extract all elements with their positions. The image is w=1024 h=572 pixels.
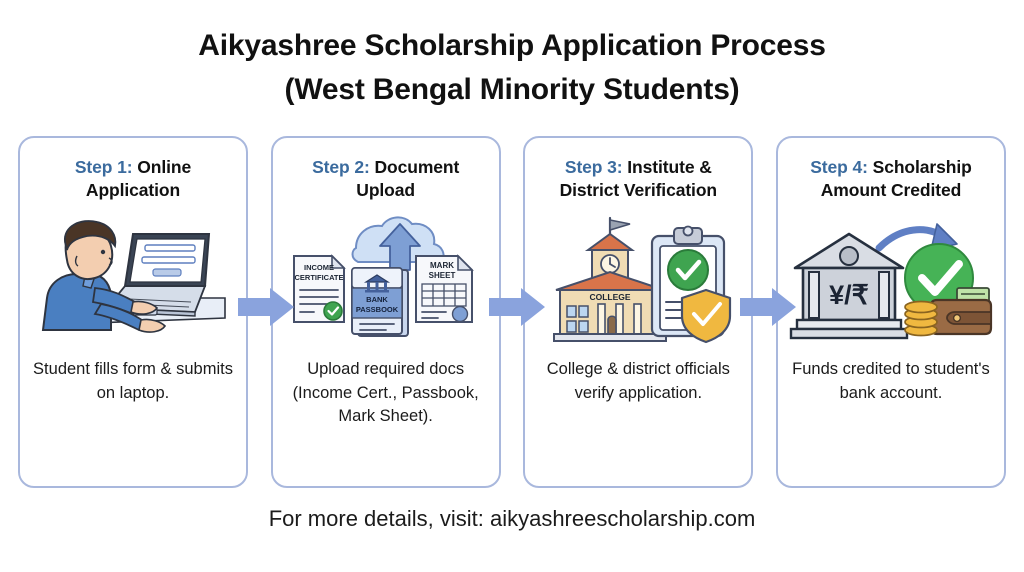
- step-2-heading: Step 2: Document Upload: [283, 156, 489, 202]
- college-clipboard-shield-illustration: COLLEGE: [534, 212, 742, 344]
- step-card-2[interactable]: Step 2: Document Upload INCOME CERTIFICA…: [270, 136, 501, 488]
- step-1-caption: Student fills form & submits on laptop.: [33, 360, 233, 402]
- doc-label-income: INCOME: [304, 263, 334, 272]
- title-line-2: (West Bengal Minority Students): [284, 72, 740, 106]
- arrow-step2-to-step3-icon: [489, 286, 545, 328]
- step-1-heading: Step 1: Online Application: [30, 156, 236, 202]
- step-4-caption: Funds credited to student's bank account…: [792, 360, 990, 402]
- step-3-heading: Step 3: Institute & District Verificatio…: [535, 156, 741, 202]
- step-card-3[interactable]: Step 3: Institute & District Verificatio…: [523, 136, 754, 488]
- step-4-label: Step 4:: [810, 157, 868, 177]
- step-3-label: Step 3:: [564, 157, 623, 177]
- college-label: COLLEGE: [590, 292, 631, 302]
- step-1-title: Online Application: [85, 157, 192, 201]
- step-3-title: Institute & District Verification: [559, 157, 718, 201]
- doc-label-sheet: SHEET: [428, 271, 455, 280]
- step-4-title: Scholarship Amount Credited: [820, 157, 972, 201]
- doc-label-passbook: PASSBOOK: [355, 305, 398, 314]
- step-3-caption: College & district officials verify appl…: [546, 360, 730, 402]
- arrow-step3-to-step4-icon: [740, 286, 796, 328]
- student-laptop-illustration: [29, 212, 237, 344]
- arrow-step1-to-step2-icon: [238, 286, 294, 328]
- footer-note: For more details, visit: aikyashreeschol…: [268, 506, 756, 531]
- documents-cloud-upload-illustration: INCOME CERTIFICATE: [282, 212, 490, 344]
- step-2-title: Document Upload: [356, 157, 460, 201]
- step-2-caption: Upload required docs (Income Cert., Pass…: [292, 360, 479, 426]
- step-card-1[interactable]: Step 1: Online Application: [18, 136, 248, 488]
- step-2-label: Step 2:: [312, 157, 370, 177]
- doc-label-mark: MARK: [430, 261, 454, 270]
- steps-row: Step 1: Online Application: [18, 136, 1006, 488]
- page-title: Aikyashree Scholarship Application Proce…: [0, 24, 1024, 111]
- doc-label-certificate: CERTIFICATE: [294, 273, 343, 282]
- step-1-label: Step 1:: [74, 157, 133, 177]
- step-4-heading: Step 4: Scholarship Amount Credited: [788, 156, 994, 202]
- bank-wallet-credited-illustration: ¥/₹: [787, 212, 995, 344]
- doc-label-bank: BANK: [366, 295, 388, 304]
- title-line-1: Aikyashree Scholarship Application Proce…: [198, 29, 826, 62]
- step-card-4[interactable]: Step 4: Scholarship Amount Credited ¥/₹: [775, 136, 1006, 488]
- currency-symbols: ¥/₹: [829, 280, 869, 310]
